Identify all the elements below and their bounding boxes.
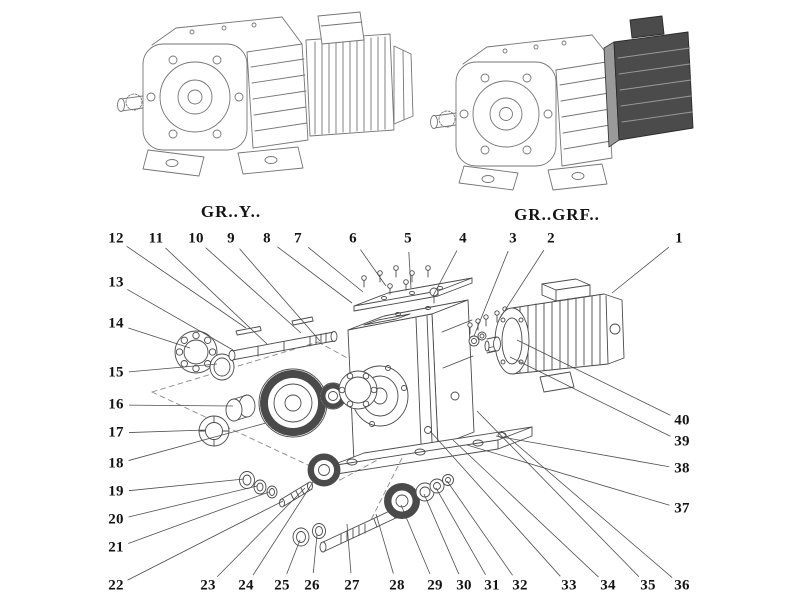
leader-line-35 bbox=[476, 410, 640, 577]
machine-gr-grf-illustration bbox=[430, 15, 694, 191]
leader-lines-layer bbox=[126, 246, 673, 581]
input-shaft-drawing bbox=[228, 316, 338, 361]
leader-line-38 bbox=[495, 435, 670, 468]
leader-line-31 bbox=[435, 487, 486, 575]
output-shaft-drawing bbox=[292, 474, 454, 553]
leader-line-9 bbox=[239, 248, 321, 342]
leader-line-36 bbox=[500, 430, 673, 578]
main-gear-drawing bbox=[258, 368, 347, 438]
leader-line-14 bbox=[128, 327, 191, 349]
leader-line-8 bbox=[277, 246, 353, 304]
motor-drawing bbox=[484, 278, 625, 393]
leader-line-28 bbox=[375, 513, 394, 574]
cover-plate-drawing bbox=[353, 277, 473, 312]
leader-line-26 bbox=[312, 534, 318, 574]
leader-line-18 bbox=[128, 422, 267, 461]
leader-line-10 bbox=[205, 247, 302, 334]
leader-line-17 bbox=[128, 429, 207, 433]
leader-line-15 bbox=[128, 363, 218, 373]
gear-housing-drawing bbox=[347, 299, 475, 463]
leader-line-2 bbox=[499, 249, 545, 319]
leader-line-21 bbox=[128, 491, 270, 544]
leader-line-29 bbox=[400, 504, 431, 575]
leader-line-40 bbox=[516, 339, 671, 416]
output-hub-drawing bbox=[198, 394, 256, 447]
leader-line-39 bbox=[509, 356, 671, 437]
model-label-gr-y: GR..Y.. bbox=[200, 202, 262, 221]
leader-line-19 bbox=[128, 478, 245, 492]
fasteners-drawing bbox=[361, 265, 508, 353]
leader-line-32 bbox=[446, 480, 513, 576]
leader-line-23 bbox=[216, 487, 306, 578]
leader-line-22 bbox=[127, 500, 284, 581]
input-bearing-drawing bbox=[174, 330, 235, 381]
leader-line-37 bbox=[466, 444, 670, 506]
leader-line-13 bbox=[127, 289, 234, 351]
model-label-gr-grf: GR..GRF.. bbox=[514, 205, 600, 224]
leader-line-27 bbox=[346, 523, 352, 574]
housing-bearing-drawing bbox=[338, 370, 378, 410]
leader-line-1 bbox=[611, 246, 670, 294]
leader-line-4 bbox=[432, 250, 458, 297]
leader-line-5 bbox=[408, 251, 412, 289]
leader-line-20 bbox=[128, 485, 258, 518]
leader-line-6 bbox=[360, 249, 387, 287]
leader-line-16 bbox=[128, 404, 234, 407]
machine-gr-y-illustration bbox=[117, 11, 414, 177]
leader-line-25 bbox=[286, 539, 301, 575]
leader-line-34 bbox=[452, 439, 599, 578]
intermediate-shaft-parts-drawing bbox=[239, 453, 341, 508]
leader-line-3 bbox=[473, 250, 509, 337]
leader-line-30 bbox=[423, 493, 460, 575]
leader-line-24 bbox=[252, 478, 316, 576]
leader-line-11 bbox=[165, 247, 268, 345]
leader-line-33 bbox=[429, 430, 561, 577]
leader-line-7 bbox=[307, 246, 364, 293]
leader-line-12 bbox=[126, 246, 247, 329]
